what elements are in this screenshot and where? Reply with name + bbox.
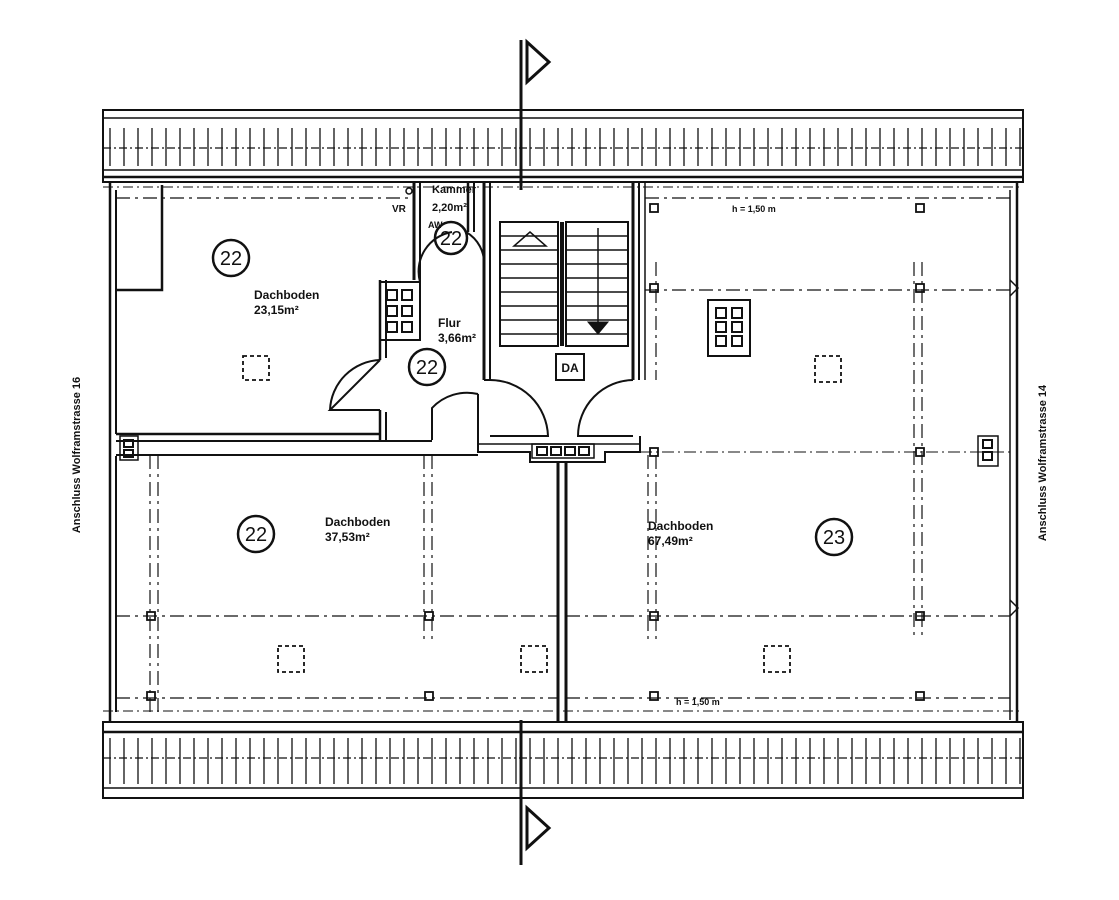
- room-area-dach-e: 67,49m²: [648, 534, 693, 548]
- room-number-dach-sw: 22: [245, 524, 267, 546]
- vr-marker: [405, 187, 413, 195]
- side-label-left: Anschluss Wolframstrasse 16: [71, 377, 83, 533]
- room-number-dach-e: 23: [823, 527, 845, 549]
- section-marker-top: [519, 38, 552, 190]
- room-number-kammer: 22: [440, 228, 462, 250]
- room-area-dach-sw: 37,53m²: [325, 530, 370, 544]
- room-name-dach-sw: Dachboden: [325, 515, 390, 529]
- room-number-circles: [211, 220, 854, 557]
- outer-walls: [108, 182, 1020, 722]
- side-label-right: Anschluss Wolframstrasse 14: [1037, 384, 1049, 541]
- aw-label: AW: [428, 220, 443, 230]
- doors: [327, 231, 634, 440]
- staircase: [499, 221, 629, 381]
- room-name-dach-e: Dachboden: [648, 519, 713, 533]
- chimney-flues: [123, 289, 993, 461]
- room-name-dach-nw: Dachboden: [254, 288, 319, 302]
- roof-edge-bottom: [102, 710, 1024, 799]
- roof-beams: [116, 197, 1010, 712]
- vr-label: VR: [392, 204, 407, 215]
- room-area-flur: 3,66m²: [438, 331, 476, 345]
- room-area-dach-nw: 23,15m²: [254, 303, 299, 317]
- room-name-kammer: Kammer: [432, 184, 477, 196]
- room-number-flur: 22: [416, 357, 438, 379]
- da-label: DA: [561, 361, 579, 375]
- room-name-flur: Flur: [438, 316, 461, 330]
- room-number-dach-nw: 22: [220, 248, 242, 270]
- post-markers: [146, 203, 925, 701]
- roof-edge-top: [102, 109, 1024, 188]
- height-label-top: h = 1,50 m: [732, 204, 776, 214]
- room-area-kammer: 2,20m²: [432, 202, 467, 214]
- roof-window-markers: [242, 355, 842, 673]
- height-label-bottom: h = 1,50 m: [676, 697, 720, 707]
